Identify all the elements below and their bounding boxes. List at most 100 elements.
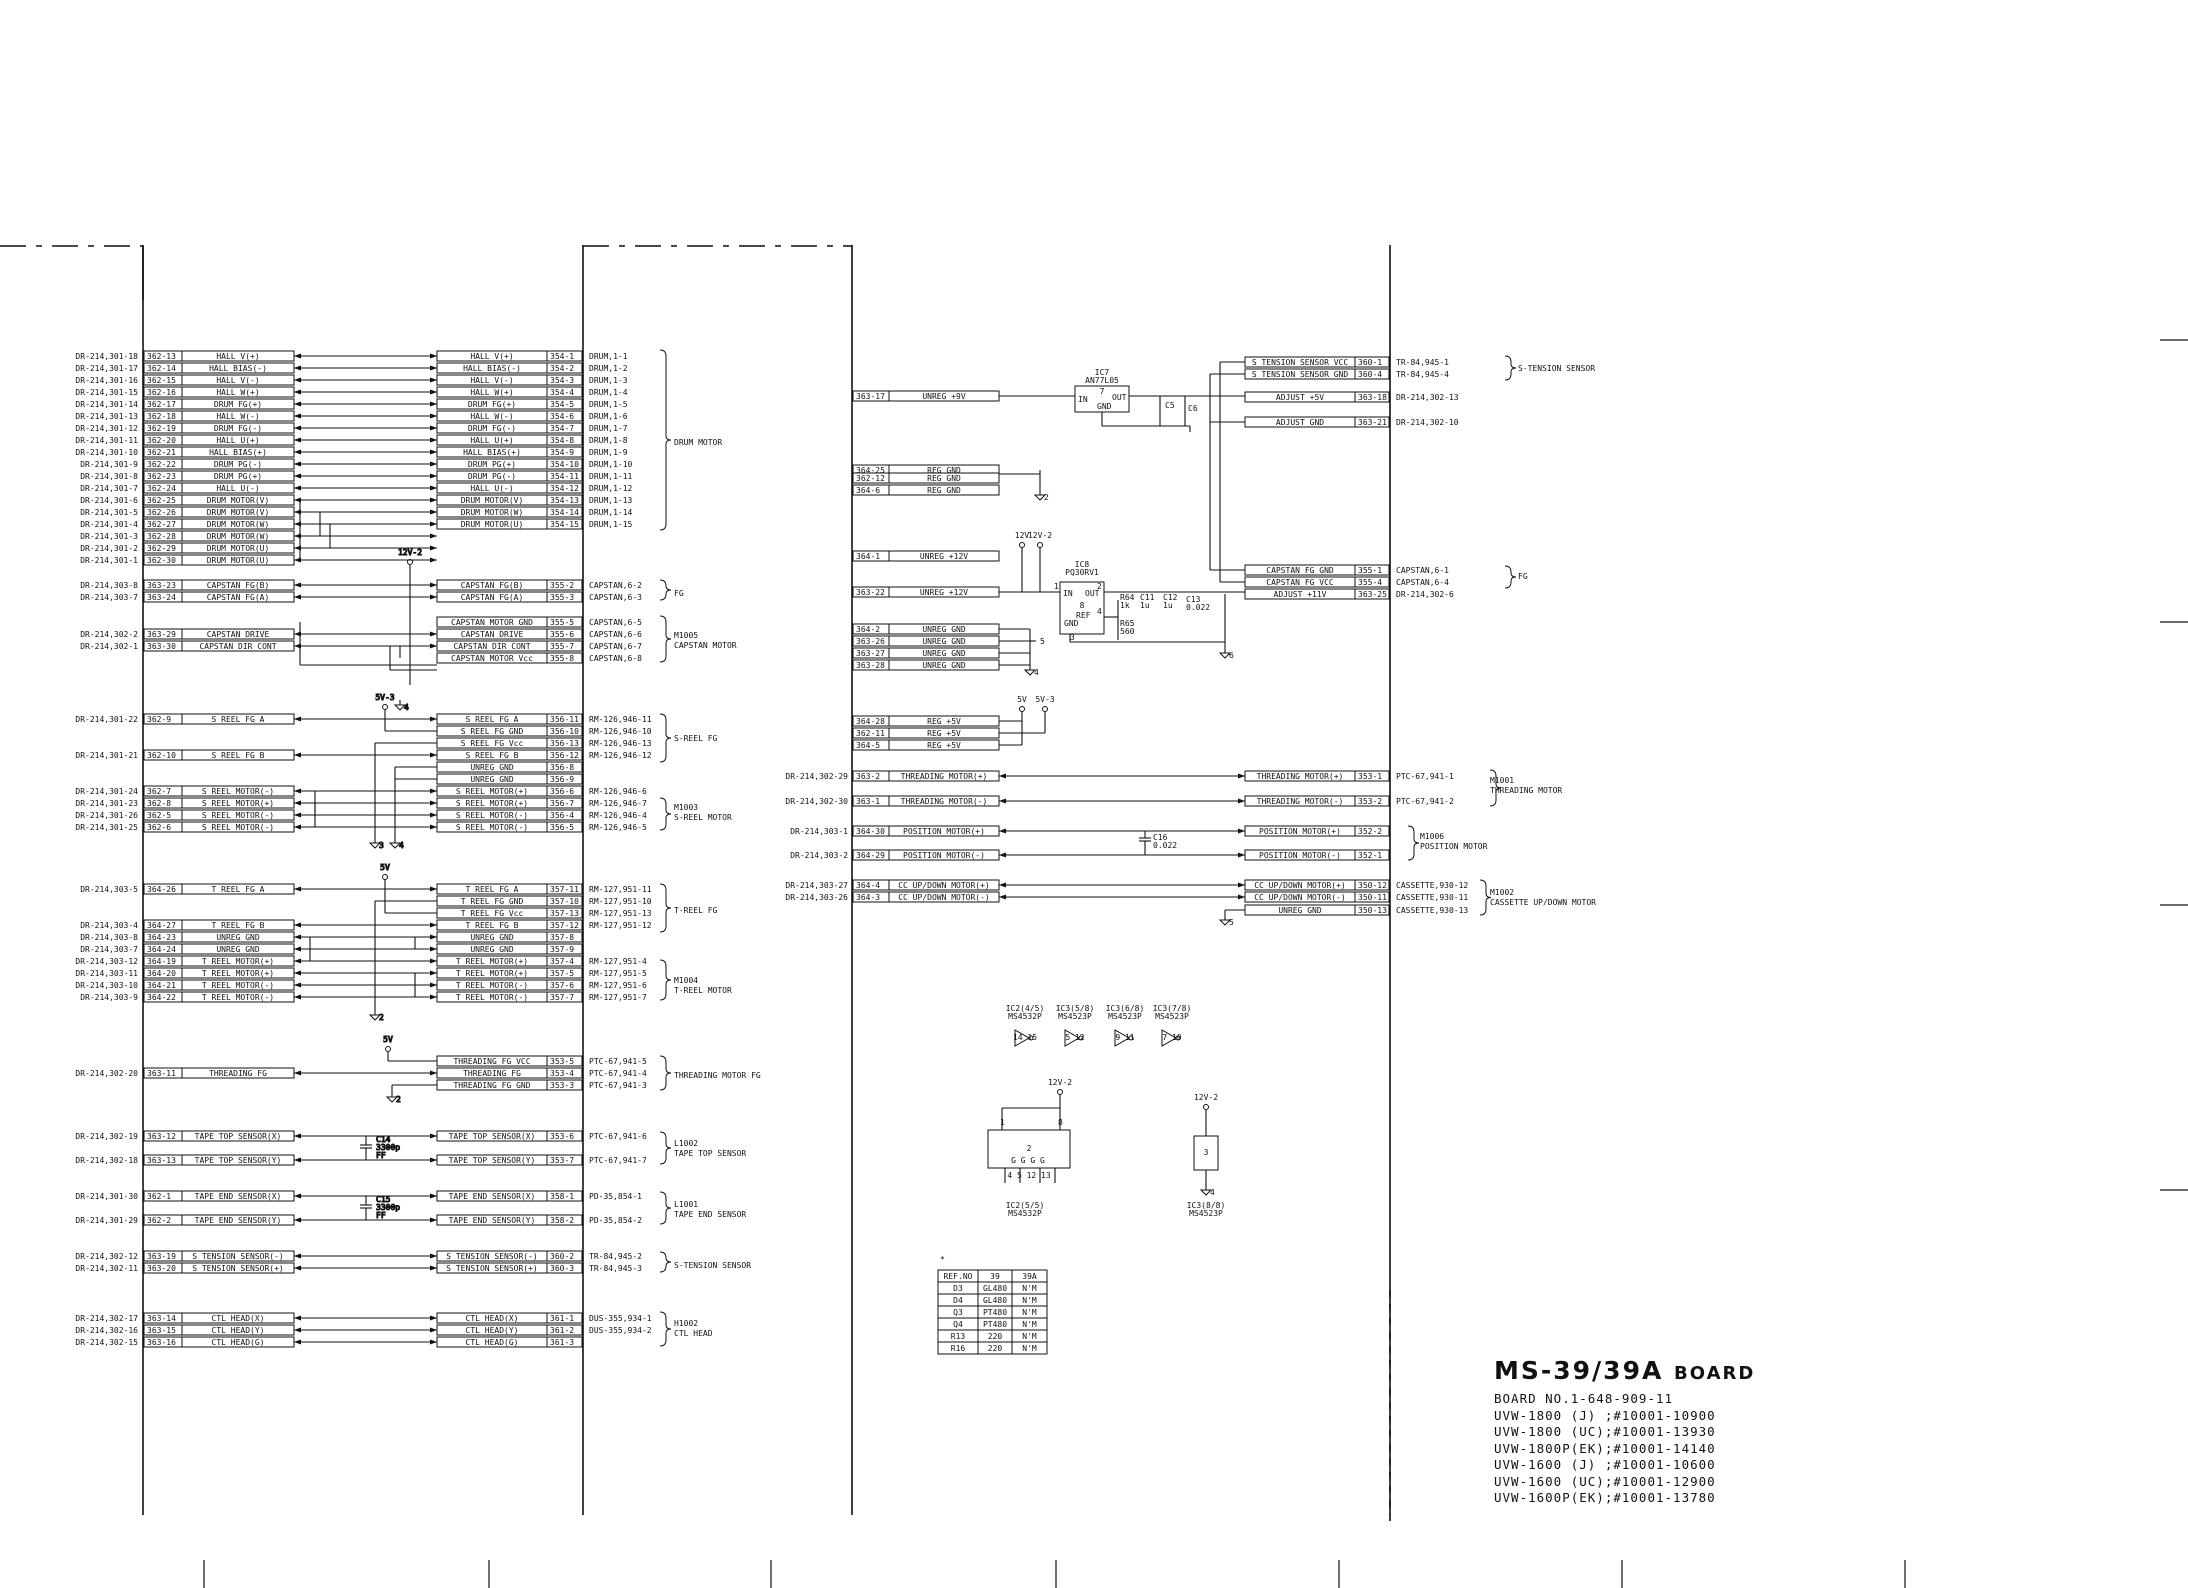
group-name-label: S-TENSION SENSOR [674, 1261, 751, 1270]
table-cell-text: GL480 [983, 1296, 1007, 1305]
arrow-marker [430, 594, 437, 600]
left-signal-label: T REEL FG B [212, 921, 265, 930]
arrow-marker [430, 886, 437, 892]
right-pin-box [546, 1079, 583, 1091]
right-pin-label: 353-7 [550, 1156, 574, 1165]
left-signal-label: HALL V(+) [216, 352, 259, 361]
right-pin-box [546, 1067, 583, 1079]
vcc-12v: 12V [1015, 531, 1030, 540]
cable-ref-label: RM-126,946-13 [589, 739, 652, 748]
far-signal-label: ADJUST GND [1276, 418, 1324, 427]
motor-ext-label: DR-214,302-30 [785, 797, 848, 806]
ic7-gnd: GND [1097, 402, 1112, 411]
arrow-marker [430, 788, 437, 794]
motor-right-pin [1354, 904, 1390, 916]
right-pin-label: 357-4 [550, 957, 574, 966]
right-signal-label: THREADING FG VCC [453, 1057, 530, 1066]
left-pin-label: 362-28 [147, 532, 176, 541]
left-pin-label: 362-29 [147, 544, 176, 553]
external-ref-label: DR-214,301-13 [75, 412, 138, 421]
power-signal-label: REG +5V [927, 717, 961, 726]
motor-right-pin [1354, 795, 1390, 807]
left-signal-label: HALL V(-) [216, 376, 259, 385]
cable-ref-label: TR-84,945-2 [589, 1252, 642, 1261]
right-pin-label: 354-3 [550, 376, 574, 385]
c16-value: 0.022 [1153, 841, 1177, 850]
power-signal-label: UNREG GND [922, 637, 966, 646]
arrow-marker [294, 545, 301, 551]
power-signal-label: UNREG GND [922, 661, 966, 670]
left-signal-label: T REEL MOTOR(-) [202, 993, 274, 1002]
motor-ext-label: DR-214,303-27 [785, 881, 848, 890]
board-info-line: UVW-1800 (J) ;#10001-10900 [1494, 1407, 1716, 1423]
table-cell-text: 39 [990, 1272, 1000, 1281]
right-pin-label: 357-10 [550, 897, 579, 906]
right-pin-label: 356-7 [550, 799, 574, 808]
right-pin-label: 353-4 [550, 1069, 574, 1078]
external-ref-label: DR-214,301-2 [80, 544, 138, 553]
right-pin-label: 355-5 [550, 618, 574, 627]
motor-right-pin [1354, 879, 1390, 891]
right-signal-label: DRUM MOTOR(W) [461, 508, 524, 517]
cable-ref-label: DRUM,1-6 [589, 412, 628, 421]
motor-left-pin-label: 363-2 [856, 772, 880, 781]
right-pin-label: 355-6 [550, 630, 574, 639]
right-pin-box [546, 398, 583, 410]
left-pin-label: 362-7 [147, 787, 171, 796]
ground-number: 4 [399, 841, 404, 850]
pin-number: 8 [1058, 1118, 1063, 1127]
left-pin-label: 363-14 [147, 1314, 176, 1323]
res-ref: R65 [1120, 619, 1135, 628]
left-signal-label: DRUM PG(+) [214, 472, 262, 481]
group-brace [1489, 769, 1502, 807]
right-signal-label: HALL V(+) [470, 352, 513, 361]
far-pin-label: 360-4 [1358, 370, 1382, 379]
ic8-body [1059, 581, 1105, 635]
arrow-marker [294, 1265, 301, 1271]
power-signal-label: REG GND [927, 466, 961, 475]
arrow-marker [430, 1315, 437, 1321]
left-pin-label: 362-20 [147, 436, 176, 445]
right-signal-label: CAPSTAN MOTOR GND [451, 618, 533, 627]
external-ref-label: DR-214,301-25 [75, 823, 138, 832]
external-ref-label: DR-214,301-4 [80, 520, 138, 529]
left-signal-label: S REEL MOTOR(+) [202, 799, 274, 808]
right-signal-label: T REEL MOTOR(+) [456, 969, 528, 978]
s-tension-group-label: S-TENSION SENSOR [1518, 364, 1595, 373]
arrow-marker [1238, 798, 1245, 804]
arrow-marker [294, 934, 301, 940]
left-signal-label: HALL W(-) [216, 412, 259, 421]
right-pin-label: 357-13 [550, 909, 579, 918]
left-pin-label: 362-17 [147, 400, 176, 409]
cable-ref-label: RM-126,946-10 [589, 727, 652, 736]
external-ref-label: DR-214,301-12 [75, 424, 138, 433]
right-signal-label: S TENSION SENSOR(-) [446, 1252, 538, 1261]
arrow-marker [430, 533, 437, 539]
inverter-ref: IC3(5/8) [1056, 1004, 1095, 1013]
left-pin-label: 363-22 [856, 588, 885, 597]
inverter-bubble [1078, 1035, 1084, 1041]
motor-left-signal-label: POSITION MOTOR(-) [903, 851, 985, 860]
cable-ref-label: DRUM,1-1 [589, 352, 628, 361]
right-signal-label: HALL U(+) [470, 436, 513, 445]
arrow-marker [430, 582, 437, 588]
right-signal-label: S REEL MOTOR(+) [456, 799, 528, 808]
right-signal-label: CAPSTAN DRIVE [461, 630, 524, 639]
far-pin-label: 363-21 [1358, 418, 1387, 427]
m1002-id: M1002 [1490, 888, 1514, 897]
left-pin-label: 362-22 [147, 460, 176, 469]
left-signal-label: THREADING FG [209, 1069, 267, 1078]
table-cell-text: R13 [951, 1332, 966, 1341]
arrow-marker [294, 994, 301, 1000]
